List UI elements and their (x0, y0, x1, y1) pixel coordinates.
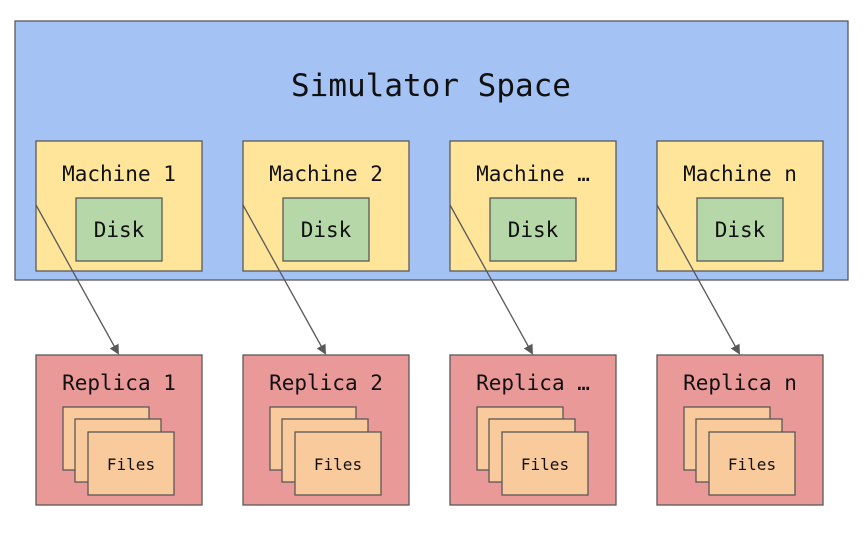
disk-box (489, 197, 577, 262)
disk-box (282, 197, 370, 262)
replica-label: Replica 1 (62, 371, 176, 395)
machine-label: Machine 1 (62, 162, 176, 186)
machine-node: Machine 1 Disk (35, 140, 203, 272)
disk-label: Disk (301, 218, 352, 242)
files-label: Files (728, 455, 776, 474)
replica-label: Replica n (683, 371, 797, 395)
replica-label: Replica 2 (269, 371, 383, 395)
file-page-front (87, 431, 175, 496)
machine-label: Machine 2 (269, 162, 383, 186)
file-page-front (501, 431, 589, 496)
simulator-space-title: Simulator Space (291, 68, 571, 104)
disk-label: Disk (508, 218, 559, 242)
machine-label: Machine … (476, 162, 590, 186)
machine-to-replica-arrow (35, 204, 119, 355)
file-page-front (294, 431, 382, 496)
replica-node: Replica 2 Files (242, 354, 410, 506)
disk-label: Disk (94, 218, 145, 242)
disk-box (696, 197, 784, 262)
machine-label: Machine n (683, 162, 797, 186)
disk-label: Disk (715, 218, 766, 242)
files-label: Files (521, 455, 569, 474)
replica-node: Replica n Files (656, 354, 824, 506)
replica-label: Replica … (476, 371, 590, 395)
files-label: Files (314, 455, 362, 474)
replica-node: Replica 1 Files (35, 354, 203, 506)
machine-to-replica-arrow (449, 204, 533, 355)
replica-node: Replica … Files (449, 354, 617, 506)
files-label: Files (107, 455, 155, 474)
disk-box (75, 197, 163, 262)
file-page-front (708, 431, 796, 496)
machine-node: Machine … Disk (449, 140, 617, 272)
machine-node: Machine 2 Disk (242, 140, 410, 272)
machine-to-replica-arrow (242, 204, 326, 355)
machine-to-replica-arrow (656, 204, 740, 355)
machine-node: Machine n Disk (656, 140, 824, 272)
